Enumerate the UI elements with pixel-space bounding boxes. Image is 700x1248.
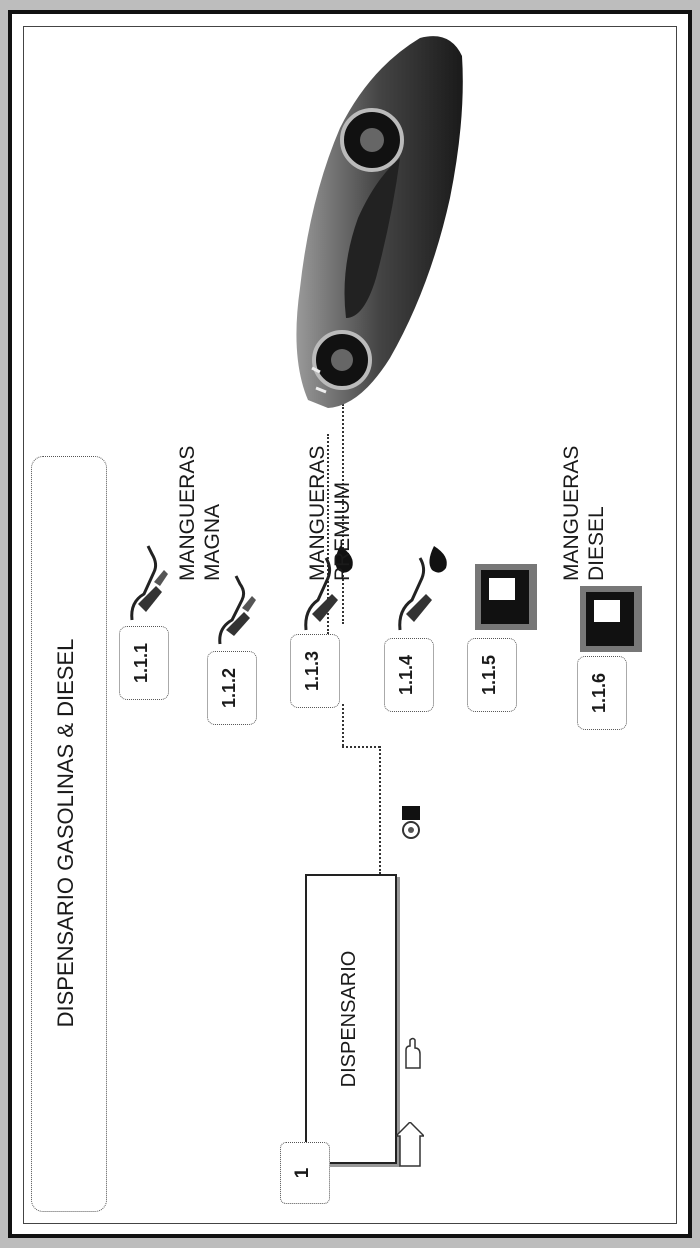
hand-pointer-icon [405,1037,421,1069]
dispensario-box [305,874,397,1164]
connector-line [342,746,380,748]
group-label-premium: MANGUERAS PREMIUM [306,445,354,581]
fuel-nozzle-drop-icon [398,546,447,631]
hose-number: 1.1.2 [219,667,239,709]
hose-number-box [207,651,257,725]
group-label-diesel: MANGUERAS DIESEL [560,445,608,581]
sports-car-icon [296,36,463,408]
diagram-frame: DISPENSARIO GASOLINAS & DIESEL DISPENSAR… [8,10,692,1238]
connector-line [327,434,329,634]
group-label-magna: MANGUERAS MAGNA [176,445,224,581]
arrow-icon [396,1122,424,1167]
root-number: 1 [292,1167,313,1179]
fuel-pump-icon [580,586,642,652]
diagram-inner-border [23,26,677,1224]
fuel-nozzle-icon [130,545,168,621]
connector-line [379,746,381,874]
diagram-title: DISPENSARIO GASOLINAS & DIESEL [53,638,78,1028]
hose-number: 1.1.1 [131,642,151,684]
dispensario-label: DISPENSARIO [338,950,360,1088]
hose-number: 1.1.5 [479,654,499,696]
gauge-icon [402,806,420,839]
fuel-nozzle-drop-icon [304,546,353,631]
hose-number-box [577,656,627,730]
fuel-nozzle-icon [218,575,256,645]
hose-number: 1.1.3 [302,650,322,692]
connector-line [342,404,344,624]
hose-number-box [467,638,517,712]
hose-number-box [119,626,169,700]
hose-number: 1.1.6 [589,672,609,714]
root-number-box [280,1142,330,1204]
fuel-pump-icon [475,564,537,630]
hose-number: 1.1.4 [396,654,416,696]
connector-line [342,704,344,746]
hose-number-box [290,634,340,708]
hose-number-box [384,638,434,712]
title-box [31,456,107,1212]
